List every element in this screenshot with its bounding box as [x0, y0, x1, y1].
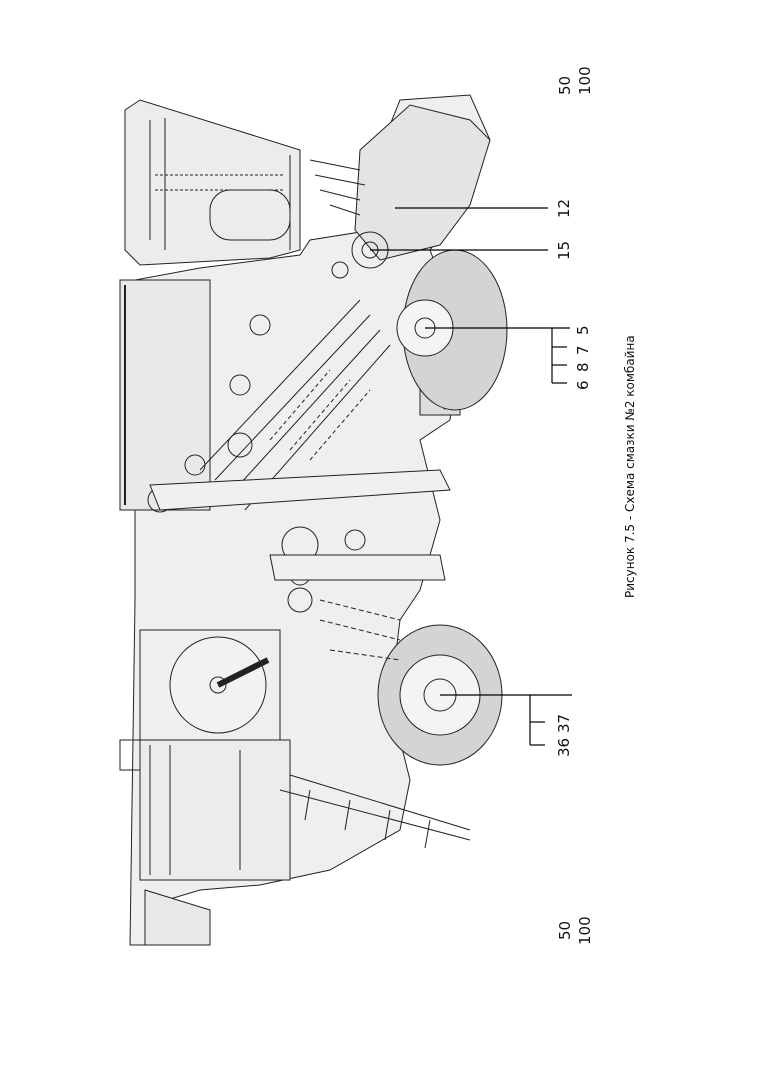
lower-arm — [269, 554, 446, 581]
scale-bottom-100: 100 — [576, 916, 594, 945]
exhaust — [144, 889, 211, 946]
callout-15: 15 — [555, 240, 573, 260]
callout-12: 12 — [555, 198, 573, 218]
pulley — [249, 314, 271, 336]
callout-6: 6 — [574, 380, 592, 390]
upper-arm — [149, 469, 451, 511]
callout-37: 37 — [555, 713, 573, 733]
callout-7: 7 — [574, 345, 592, 355]
cabin — [124, 99, 301, 266]
ladder — [279, 774, 471, 849]
grain-tank — [119, 279, 211, 511]
callout-36: 36 — [555, 737, 573, 757]
conveyor — [199, 299, 391, 511]
figure-caption: Рисунок 7.5 - Схема смазки №2 комбайна — [623, 335, 637, 598]
scale-top-50: 50 — [556, 75, 574, 95]
callout-8: 8 — [574, 362, 592, 372]
feeder-house — [354, 104, 491, 261]
scale-bottom-50: 50 — [556, 920, 574, 940]
scale-top-100: 100 — [576, 66, 594, 95]
callout-5: 5 — [574, 325, 592, 335]
